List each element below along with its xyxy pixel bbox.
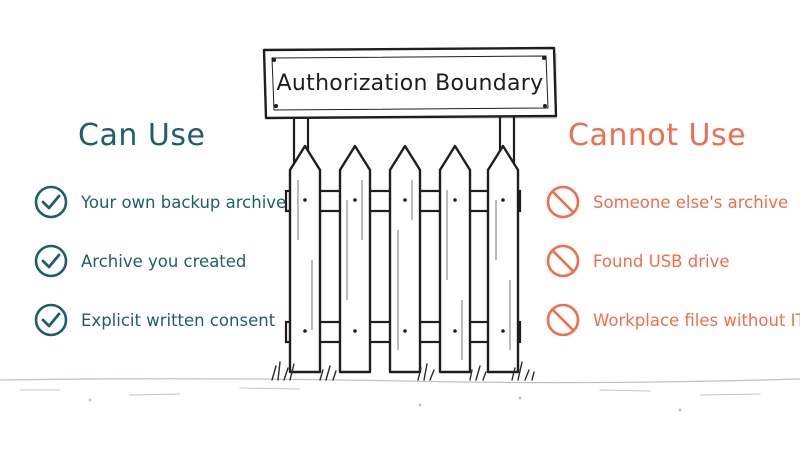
prohibited-icon — [546, 244, 580, 278]
check-circle-icon — [34, 244, 68, 278]
cannot-use-item-label: Found USB drive — [593, 251, 730, 271]
can-use-item-label: Explicit written consent — [81, 310, 276, 330]
cannot-use-heading: Cannot Use — [568, 118, 747, 153]
can-use-item: Your own backup archive — [33, 184, 286, 220]
can-use-item-label: Your own backup archive — [81, 192, 287, 212]
wood-grain — [297, 180, 511, 360]
can-use-item-label: Archive you created — [81, 251, 247, 271]
can-use-list: Your own backup archive Archive you crea… — [33, 184, 286, 361]
prohibited-icon — [546, 303, 580, 337]
cannot-use-item-label: Workplace files without IT — [593, 310, 800, 330]
can-use-heading: Can Use — [78, 118, 206, 153]
check-circle-icon — [34, 185, 68, 219]
fence-nails — [303, 198, 505, 333]
prohibited-icon — [546, 185, 580, 219]
can-use-item: Explicit written consent — [33, 302, 286, 338]
cannot-use-item: Someone else's archive — [545, 184, 800, 220]
ground — [0, 378, 800, 412]
sign-board — [262, 46, 558, 120]
check-circle-icon — [34, 303, 68, 337]
sign-label: Authorization Boundary — [276, 70, 544, 96]
cannot-use-list: Someone else's archive Found USB drive W… — [545, 184, 800, 361]
cannot-use-item: Found USB drive — [545, 243, 800, 279]
grass-tufts — [271, 361, 535, 381]
cannot-use-item-label: Someone else's archive — [593, 192, 789, 212]
cannot-use-item: Workplace files without IT — [545, 302, 800, 338]
can-use-item: Archive you created — [33, 243, 286, 279]
fence-pickets — [288, 144, 520, 374]
